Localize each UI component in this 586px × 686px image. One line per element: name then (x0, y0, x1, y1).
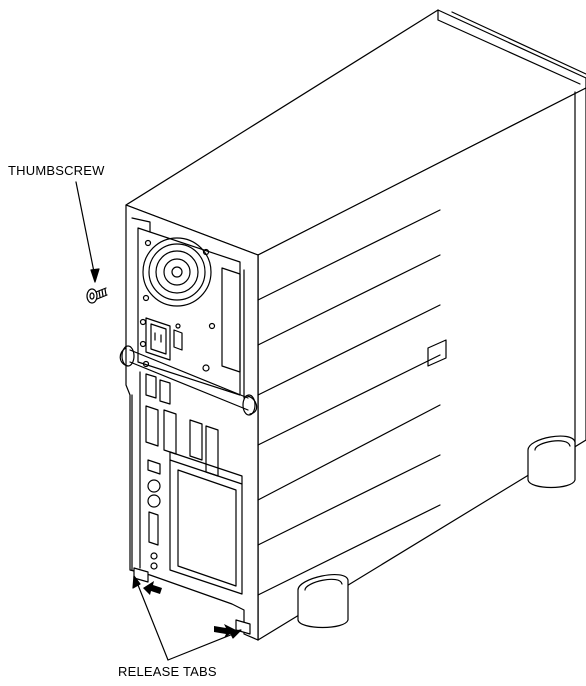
psu-area (132, 218, 244, 398)
tower-feet (298, 436, 575, 627)
tower-case (126, 10, 586, 640)
thumbscrew-leader (76, 182, 99, 282)
press-arrow-left (143, 581, 162, 595)
release-tabs-label: RELEASE TABS (118, 664, 217, 679)
power-inlet-icon (141, 318, 183, 360)
side-label-plate (428, 340, 446, 366)
release-tabs-leader (133, 576, 241, 660)
handle-bar (120, 346, 256, 415)
screw-icon (87, 288, 107, 303)
rear-panel (126, 205, 258, 640)
side-panel-seams (258, 210, 440, 595)
tower-lid-trim (438, 10, 580, 84)
io-panel (132, 372, 242, 594)
expansion-slot (170, 460, 242, 594)
release-tab-left (134, 568, 148, 582)
press-arrow-right (214, 624, 236, 638)
vent-slot (222, 268, 240, 372)
fan-icon (143, 238, 215, 329)
thumbscrew-label: THUMBSCREW (8, 163, 105, 178)
